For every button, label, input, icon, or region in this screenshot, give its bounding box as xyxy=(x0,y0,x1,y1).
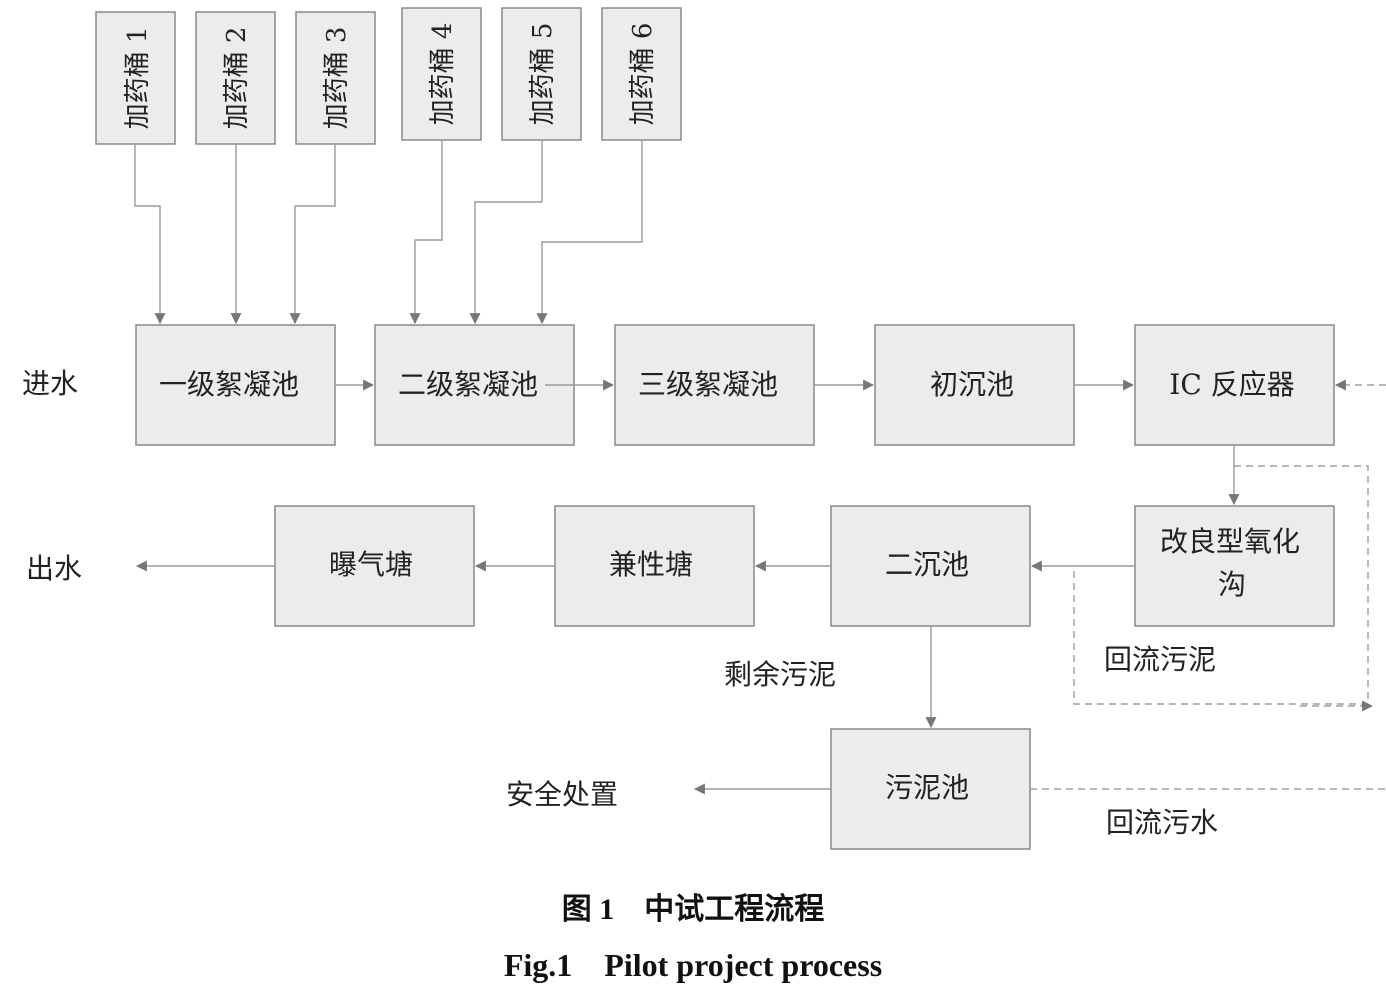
dosing-tank-4-label: 加药桶 4 xyxy=(428,23,458,126)
tertiary-flocculation-label: 三级絮凝池 xyxy=(638,368,778,401)
dosing-tank-2: 加药桶 2 xyxy=(195,11,276,145)
dosing-tank-3-label: 加药桶 3 xyxy=(322,27,352,130)
primary-flocculation-label: 一级絮凝池 xyxy=(159,368,299,401)
secondary-sedimentation-label: 二沉池 xyxy=(885,548,969,581)
process-flow-diagram: 加药桶 1 加药桶 2 加药桶 3 加药桶 4 加药桶 5 加药桶 6 进水 一… xyxy=(22,7,1386,850)
dosing-tank-6-label: 加药桶 6 xyxy=(628,23,658,126)
dosing-line-5 xyxy=(469,140,543,325)
inlet-label: 进水 xyxy=(22,367,78,400)
secondary-sedimentation-tank: 二沉池 xyxy=(830,505,1031,627)
sludge-tank: 污泥池 xyxy=(830,728,1031,850)
facultative-pond-label: 兼性塘 xyxy=(609,548,693,581)
return-sludge-label: 回流污泥 xyxy=(1104,643,1216,676)
dosing-tank-6: 加药桶 6 xyxy=(601,7,682,141)
primary-sedimentation-label: 初沉池 xyxy=(930,368,1014,401)
primary-flocculation-tank: 一级絮凝池 xyxy=(135,324,336,446)
dosing-line-1 xyxy=(134,144,166,325)
dosing-tank-4: 加药桶 4 xyxy=(401,7,482,141)
oxidation-ditch: 改良型氧化 沟 xyxy=(1134,505,1335,627)
secondary-flocculation-tank: 二级絮凝池 xyxy=(374,324,575,446)
tertiary-flocculation-tank: 三级絮凝池 xyxy=(614,324,815,446)
dosing-lines xyxy=(134,140,643,325)
excess-sludge-label: 剩余污泥 xyxy=(724,658,836,691)
dosing-tank-3: 加药桶 3 xyxy=(295,11,376,145)
dosing-tank-5: 加药桶 5 xyxy=(501,7,582,141)
row1-arrows xyxy=(335,379,1386,506)
ic-reactor-label: IC 反应器 xyxy=(1169,368,1294,401)
return-water-label: 回流污水 xyxy=(1106,806,1218,839)
sludge-tank-label: 污泥池 xyxy=(885,771,969,804)
ic-reactor: IC 反应器 xyxy=(1134,324,1335,446)
dosing-line-4 xyxy=(409,140,443,325)
dosing-tank-1-label: 加药桶 1 xyxy=(123,27,153,130)
dosing-tank-5-label: 加药桶 5 xyxy=(528,23,558,126)
aeration-pond: 曝气塘 xyxy=(274,505,475,627)
aeration-pond-label: 曝气塘 xyxy=(329,548,413,581)
dosing-tank-2-label: 加药桶 2 xyxy=(222,27,252,130)
figure-caption-english: Fig.1 Pilot project process xyxy=(503,947,883,983)
secondary-flocculation-label: 二级絮凝池 xyxy=(398,368,538,401)
dosing-line-6 xyxy=(536,140,643,325)
oxidation-ditch-label-line2: 沟 xyxy=(1218,568,1246,601)
facultative-pond: 兼性塘 xyxy=(554,505,755,627)
dosing-tank-1: 加药桶 1 xyxy=(95,11,176,145)
oxidation-ditch-label-line1: 改良型氧化 xyxy=(1160,525,1300,558)
dosing-line-3 xyxy=(289,144,336,325)
figure-caption-chinese: 图 1 中试工程流程 xyxy=(561,893,825,926)
outlet-label: 出水 xyxy=(26,552,82,585)
primary-sedimentation-tank: 初沉池 xyxy=(874,324,1075,446)
safe-disposal-label: 安全处置 xyxy=(506,778,618,811)
